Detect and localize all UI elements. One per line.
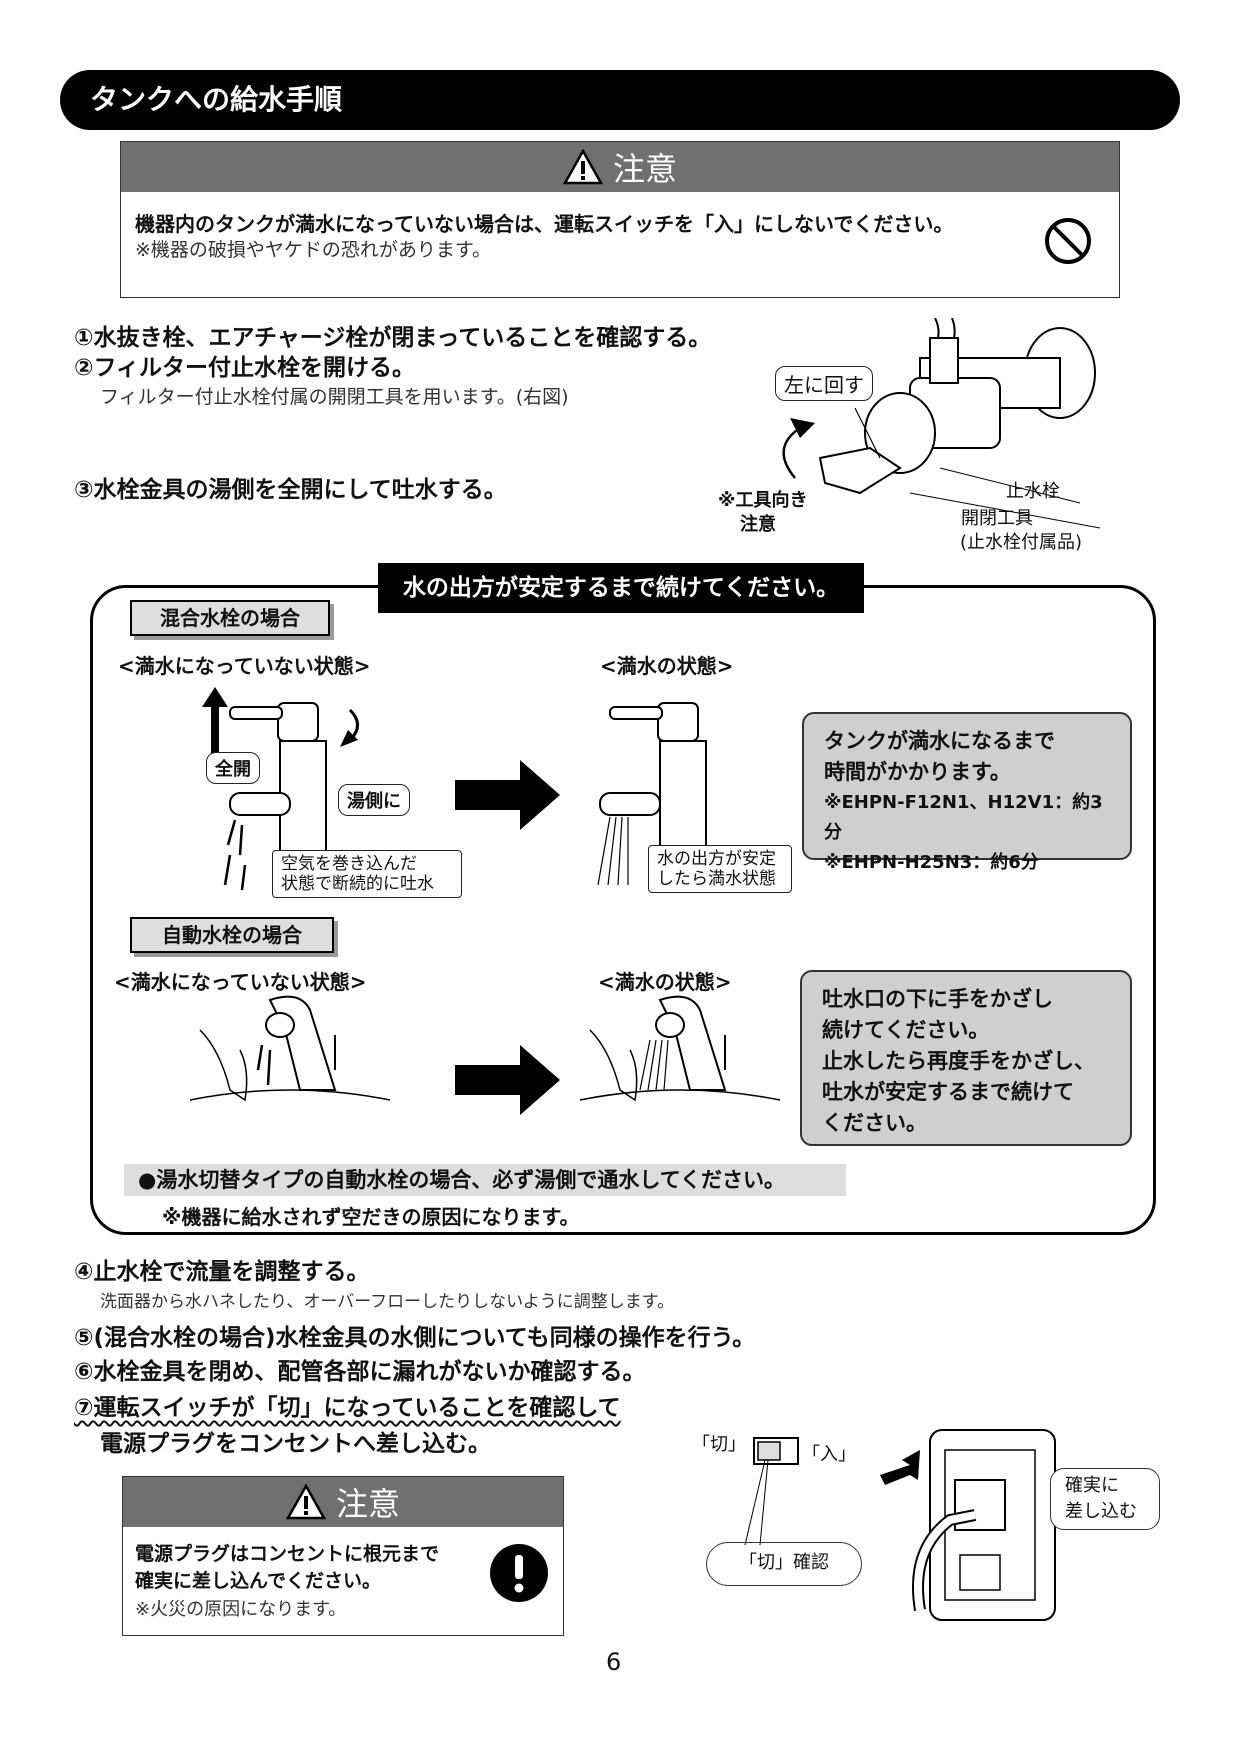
tool-accessory-label: (止水栓付属品) bbox=[960, 532, 1083, 553]
mixed-faucet-full-illustration bbox=[597, 702, 707, 886]
step-2-note: フィルター付止水栓付属の開閉工具を用います。(右図) bbox=[100, 386, 569, 408]
intermittent-line-2: 状態で断続的に吐水 bbox=[281, 874, 434, 894]
caution-plug-line-1: 電源プラグはコンセントに根元まで bbox=[135, 1543, 440, 1565]
intermittent-callout: 空気を巻き込んだ 状態で断続的に吐水 bbox=[272, 850, 462, 898]
insert-line-1: 確実に bbox=[1065, 1475, 1119, 1496]
caution-text: 機器内のタンクが満水になっていない場合は、運転スイッチを「入」にしないでください… bbox=[135, 212, 954, 236]
warning-triangle-icon bbox=[285, 1484, 326, 1520]
auto-faucet-label: 自動水栓の場合 bbox=[130, 917, 334, 953]
turn-left-label: 左に回す bbox=[775, 366, 873, 401]
arrow-right-icon bbox=[455, 760, 560, 830]
info-box-fill-time: タンクが満水になるまで 時間がかかります。 ※EHPN-F12N1、H12V1：… bbox=[802, 712, 1132, 873]
caution-box-plug: 注意 電源プラグはコンセントに根元まで 確実に差し込んでください。 ※火災の原因… bbox=[122, 1476, 564, 1636]
dry-heating-note: ※機器に給水されず空だきの原因になります。 bbox=[162, 1205, 580, 1229]
stop-valve-illustration bbox=[782, 318, 1101, 529]
switch-pointer-lines bbox=[744, 1460, 769, 1546]
auto-full-heading: <満水の状態> bbox=[598, 970, 732, 994]
caution-note: ※機器の破損やヤケドの恐れがあります。 bbox=[135, 239, 492, 261]
caution-box-tank: 注意 機器内のタンクが満水になっていない場合は、運転スイッチを「入」にしないでく… bbox=[120, 141, 1120, 298]
step-5: ⑤(混合水栓の場合)水栓金具の水側についても同様の操作を行う。 bbox=[74, 1325, 756, 1351]
info-fill-line-1: タンクが満水になるまで bbox=[824, 729, 1055, 753]
off-confirm-label: 「切」確認 bbox=[706, 1542, 862, 1586]
auto-faucet-full-illustration bbox=[580, 995, 780, 1102]
insert-line-2: 差し込む bbox=[1065, 1501, 1137, 1522]
step-6: ⑥水栓金具を閉め、配管各部に漏れがないか確認する。 bbox=[74, 1359, 646, 1385]
caution-plug-note: ※火災の原因になります。 bbox=[135, 1599, 347, 1620]
mixed-not-full-heading: <満水になっていない状態> bbox=[118, 654, 371, 678]
auto-not-full-heading: <満水になっていない状態> bbox=[114, 970, 367, 994]
hot-side-label: 湯側に bbox=[338, 784, 410, 816]
procedure-title: 水の出方が安定するまで続けてください。 bbox=[378, 563, 864, 613]
intermittent-line-1: 空気を巻き込んだ bbox=[281, 854, 417, 874]
caution-title-2: 注意 bbox=[335, 1485, 400, 1523]
stable-callout: 水の出方が安定 したら満水状態 bbox=[648, 845, 792, 893]
power-switch-illustration bbox=[753, 1437, 799, 1465]
info-box-hand: 吐水口の下に手をかざし 続けてください。 止水したら再度手をかざし、 吐水が安定… bbox=[800, 970, 1132, 1146]
switch-on-label: 「入」 bbox=[802, 1444, 856, 1465]
step-7: ⑦運転スイッチが「切」になっていることを確認して bbox=[74, 1395, 621, 1421]
stable-line-2: したら満水状態 bbox=[657, 869, 776, 889]
tool-label: 開閉工具 bbox=[961, 508, 1033, 529]
page-number: 6 bbox=[606, 1648, 622, 1676]
step-4: ④止水栓で流量を調整する。 bbox=[74, 1259, 370, 1285]
section-header: タンクへの給水手順 bbox=[60, 70, 1180, 130]
arrow-right-icon-2 bbox=[455, 1045, 560, 1115]
info-hand-line-4: 吐水が安定するまで続けて bbox=[822, 1080, 1074, 1104]
info-hand-line-1: 吐水口の下に手をかざし bbox=[822, 987, 1053, 1011]
caution-title: 注意 bbox=[612, 150, 677, 188]
step-1: ①水抜き栓、エアチャージ栓が閉まっていることを確認する。 bbox=[74, 325, 712, 351]
mixed-faucet-label: 混合水栓の場合 bbox=[130, 600, 330, 636]
step-4-note: 洗面器から水ハネしたり、オーバーフローしたりしないように調整します。 bbox=[100, 1292, 675, 1312]
info-hand-line-2: 続けてください。 bbox=[822, 1018, 990, 1042]
switch-off-label: 「切」 bbox=[692, 1434, 746, 1455]
info-hand-line-3: 止水したら再度手をかざし、 bbox=[822, 1049, 1095, 1073]
info-fill-line-4: ※EHPN-H25N3：約6分 bbox=[824, 852, 1039, 873]
caution-bar: 注意 bbox=[121, 142, 1119, 192]
tool-direction-note: ※工具向き bbox=[718, 490, 808, 511]
tool-direction-note-2: 注意 bbox=[740, 514, 776, 535]
stop-valve-label: 止水栓 bbox=[1006, 481, 1060, 502]
mixed-full-heading: <満水の状態> bbox=[600, 654, 734, 678]
step-3: ③水栓金具の湯側を全開にして吐水する。 bbox=[74, 477, 507, 503]
outlet-plug-illustration bbox=[880, 1429, 1056, 1621]
caution-bar-2: 注意 bbox=[123, 1477, 563, 1527]
info-fill-line-3: ※EHPN-F12N1、H12V1：約3分 bbox=[824, 792, 1103, 843]
stable-line-1: 水の出方が安定 bbox=[657, 849, 776, 869]
prohibited-icon bbox=[1045, 218, 1091, 264]
insert-securely-callout: 確実に 差し込む bbox=[1050, 1468, 1160, 1530]
mixed-faucet-not-full-illustration bbox=[202, 687, 359, 891]
step-7-line-2: 電源プラグをコンセントへ差し込む。 bbox=[100, 1431, 491, 1457]
info-fill-line-2: 時間がかかります。 bbox=[824, 760, 1011, 784]
full-open-label: 全開 bbox=[206, 752, 260, 784]
caution-plug-line-2: 確実に差し込んでください。 bbox=[135, 1570, 382, 1592]
hot-water-warning: ●湯水切替タイプの自動水栓の場合、必ず湯側で通水してください。 bbox=[124, 1164, 846, 1196]
auto-faucet-not-full-illustration bbox=[190, 995, 390, 1102]
info-hand-line-5: ください。 bbox=[822, 1111, 927, 1135]
step-2: ②フィルター付止水栓を開ける。 bbox=[74, 355, 416, 381]
warning-triangle-icon bbox=[562, 149, 603, 185]
exclamation-icon bbox=[490, 1544, 548, 1602]
